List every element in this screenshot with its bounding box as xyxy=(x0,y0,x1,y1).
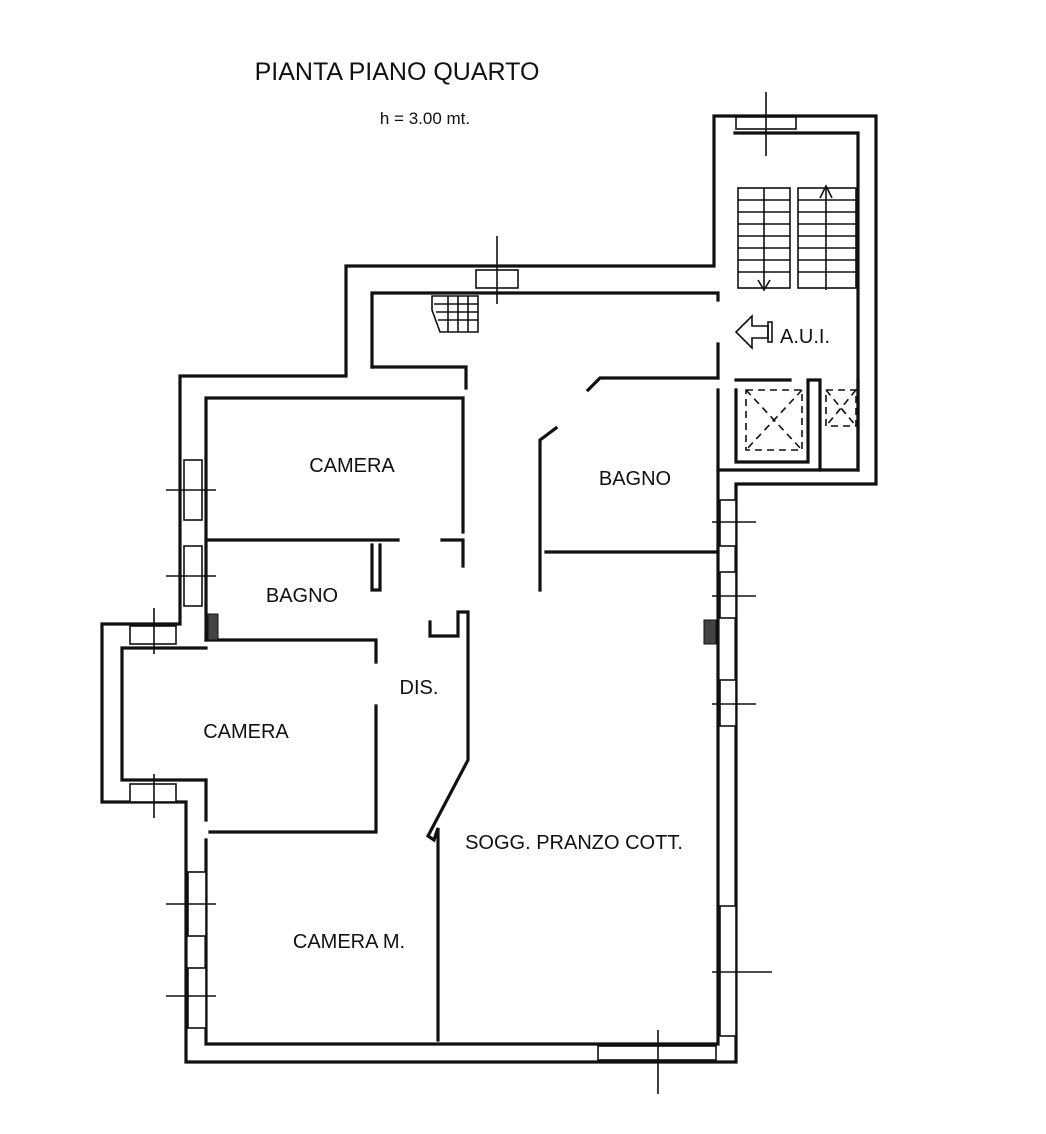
room-label-aui: A.U.I. xyxy=(780,326,830,348)
room-labels: CAMERA BAGNO CAMERA CAMERA M. DIS. BAGNO… xyxy=(203,326,830,953)
windows xyxy=(129,92,797,1094)
stair-small xyxy=(431,295,479,333)
room-label-camera-m: CAMERA M. xyxy=(293,931,405,953)
room-label-dis: DIS. xyxy=(400,677,439,699)
shaft-left xyxy=(745,389,803,451)
plan-title: PIANTA PIANO QUARTO xyxy=(255,58,540,86)
room-label-bagno-right: BAGNO xyxy=(599,468,671,490)
room-label-camera-top: CAMERA xyxy=(309,455,395,477)
interior-walls xyxy=(204,376,860,1042)
stair-main xyxy=(737,184,857,292)
room-label-camera-left: CAMERA xyxy=(203,721,289,743)
shaft-right xyxy=(825,389,857,427)
entrance-arrow-icon xyxy=(734,314,773,350)
outer-walls xyxy=(100,114,878,1064)
flues xyxy=(207,613,717,645)
room-label-soggiorno: SOGG. PRANZO COTT. xyxy=(465,832,683,854)
plan-height-note: h = 3.00 mt. xyxy=(380,109,470,128)
room-label-bagno-left: BAGNO xyxy=(266,585,338,607)
